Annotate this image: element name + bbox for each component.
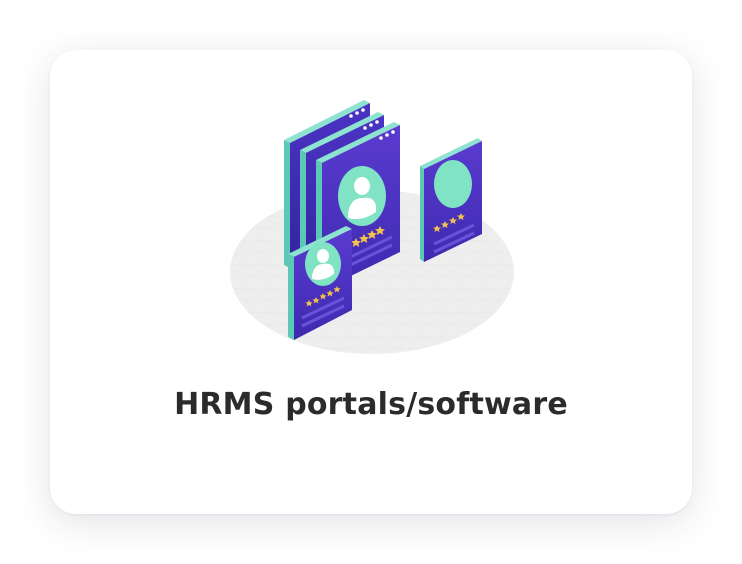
right-profile-panel — [420, 138, 482, 262]
card-title: HRMS portals/software — [174, 387, 568, 422]
front-profile-panel — [288, 226, 352, 340]
hr-profile-cards-illustration — [230, 100, 514, 354]
